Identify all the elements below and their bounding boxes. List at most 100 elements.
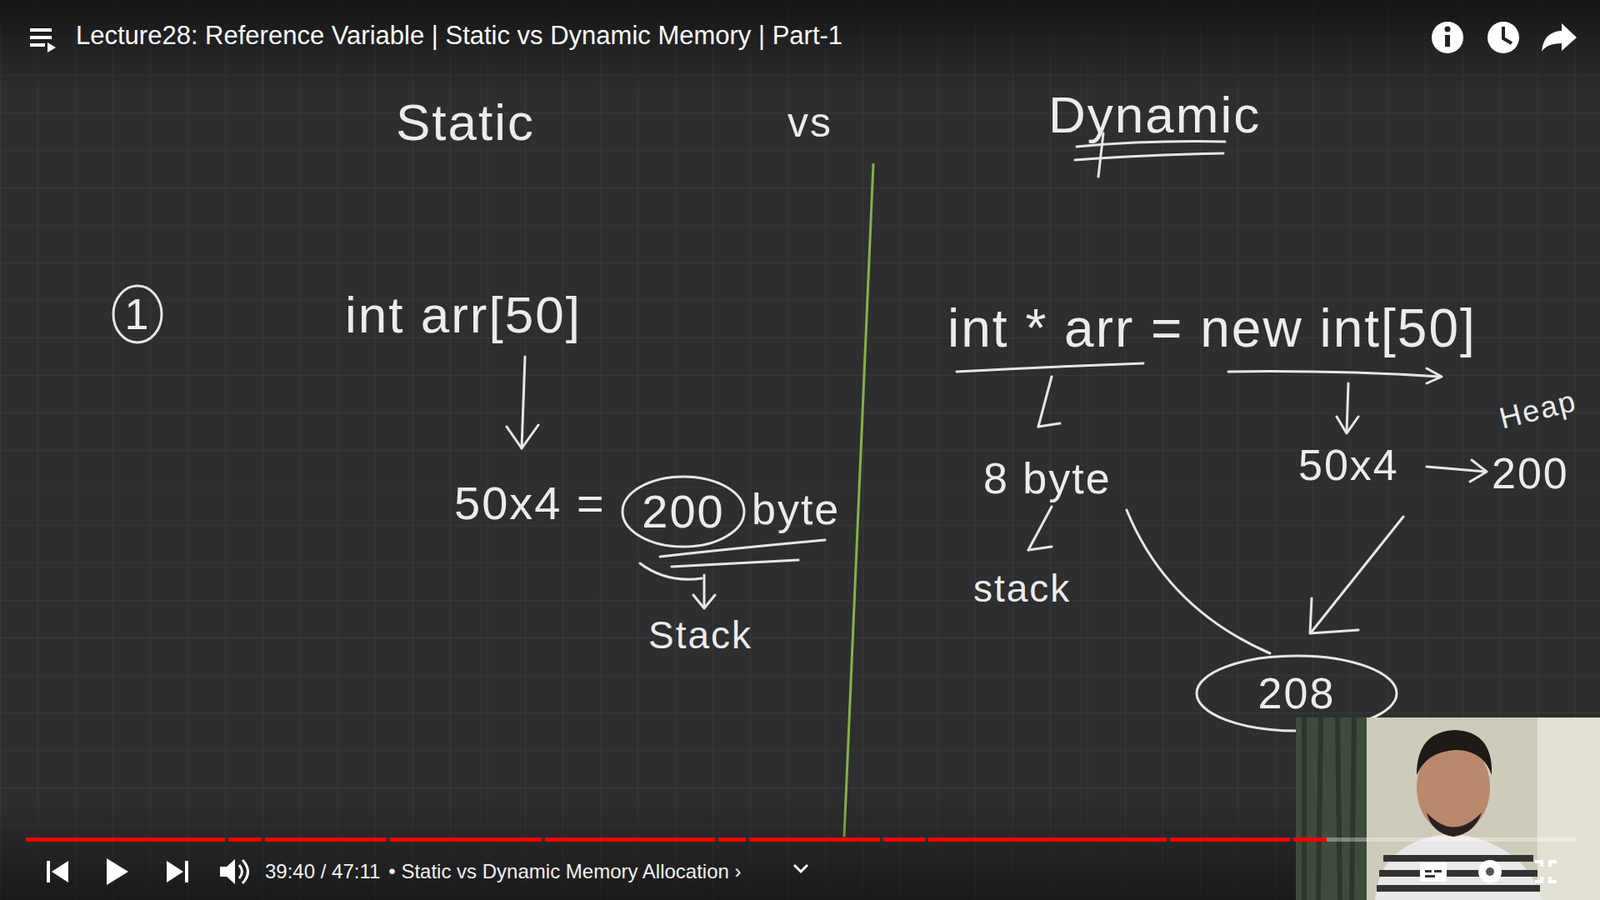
playlist-icon: [30, 43, 45, 47]
ellipse-outline: [620, 475, 746, 549]
webcam-picture: [1426, 812, 1482, 837]
info-icon: [1431, 21, 1464, 54]
arrow: [1346, 383, 1349, 432]
info-icon: [1445, 26, 1451, 33]
progress-bar: [745, 837, 750, 842]
arrow: [1028, 506, 1052, 550]
code-statement: int arr[50]: [345, 286, 582, 344]
webcam-picture: [1376, 858, 1540, 889]
circled-value: 200: [620, 475, 746, 549]
progress-bar: [1290, 837, 1294, 842]
player-controls: [242, 860, 249, 884]
arrow-head: [693, 595, 715, 609]
arrow-head: [1336, 416, 1359, 434]
time-display: 39:40 / 47:11: [265, 860, 380, 883]
video-title: Lecture28: Reference Variable | Static v…: [75, 21, 843, 50]
progress-bar: [386, 837, 390, 842]
share-icon: [1541, 23, 1577, 52]
node-text: 1: [125, 292, 151, 336]
curve-line: [1126, 510, 1270, 654]
ellipse-outline: [1195, 654, 1399, 733]
webcam-picture: [1295, 717, 1600, 900]
arrow: [703, 575, 706, 607]
ellipse-outline: [113, 285, 162, 343]
player-right-icons: [1420, 860, 1557, 884]
arrow-head: [506, 425, 539, 449]
divider-line: [844, 163, 874, 837]
arrow: [1311, 516, 1404, 632]
webcam-picture: [1295, 717, 1600, 900]
bottom-gradient: [0, 800, 1296, 900]
node-text: 208: [1258, 671, 1336, 715]
circled-total: 208: [1195, 654, 1399, 733]
result-value: 200: [1491, 450, 1570, 498]
size-text: 8 byte: [983, 455, 1112, 503]
arrow: [1426, 466, 1485, 472]
player-controls: [239, 865, 243, 879]
memory-region: stack: [973, 567, 1071, 610]
calculation: 50x4: [1298, 441, 1400, 490]
progress-bar: [25, 837, 1577, 842]
clock-icon: [1503, 26, 1512, 44]
progress-bar: [925, 837, 929, 842]
strike-line: [640, 563, 702, 580]
webcam-picture: [1295, 717, 1367, 900]
arrow: [521, 356, 525, 449]
top-gradient: [0, 0, 1600, 92]
circled-number: 1: [111, 284, 164, 345]
arrow-head: [1426, 368, 1442, 384]
node-text: 200: [641, 488, 725, 535]
underline: [1076, 141, 1225, 147]
progress-bar: [25, 837, 1577, 842]
strike-line: [671, 560, 799, 567]
clock-icon: [1487, 21, 1520, 54]
player-right-icons: [1434, 870, 1442, 873]
player-controls: [794, 865, 808, 872]
code-statement: int * arr = new int[50]: [947, 299, 1477, 358]
webcam-picture: [1375, 833, 1542, 900]
playlist-icon: [30, 28, 56, 53]
progress-bar: [1166, 837, 1170, 842]
player-right-icons: [1420, 861, 1447, 882]
playlist-icon: [30, 28, 52, 32]
progress-bar: [541, 837, 545, 842]
progress-bar: [261, 837, 265, 842]
player-right-icons: [1535, 861, 1557, 882]
arrow-head: [1470, 460, 1487, 482]
strike-line: [660, 540, 825, 557]
player-controls: [166, 860, 184, 883]
clock-icon: [1487, 21, 1520, 54]
underline: [956, 363, 1144, 372]
underline: [1075, 153, 1224, 160]
memory-region: Stack: [648, 614, 753, 657]
arrow-head: [1038, 423, 1060, 427]
info-icon: [1445, 35, 1450, 47]
webcam-picture: [1537, 717, 1600, 900]
progress-bar: [715, 837, 719, 842]
playlist-icon: [47, 42, 56, 53]
calculation: 50x4 =: [454, 477, 606, 530]
heading-word: vs: [787, 100, 833, 146]
progress-bar: [25, 837, 1327, 842]
info-icon: [1431, 21, 1464, 54]
ellipse-outline: [111, 284, 164, 345]
arrow-head: [1028, 546, 1052, 550]
webcam-picture: [1304, 717, 1355, 900]
progress-bar: [880, 837, 884, 842]
webcam-picture: [1416, 730, 1492, 775]
progress-bar: [225, 837, 229, 842]
webcam-picture: [1416, 740, 1490, 835]
player-right-icons: [1425, 870, 1432, 873]
memory-region: Heap: [1495, 384, 1580, 435]
player-controls: [185, 860, 189, 883]
playlist-icon: [30, 35, 52, 40]
arrow: [1038, 376, 1052, 427]
arrow-head: [1310, 598, 1359, 634]
underline-arrow: [1228, 371, 1440, 377]
player-right-icons: [1485, 867, 1495, 876]
